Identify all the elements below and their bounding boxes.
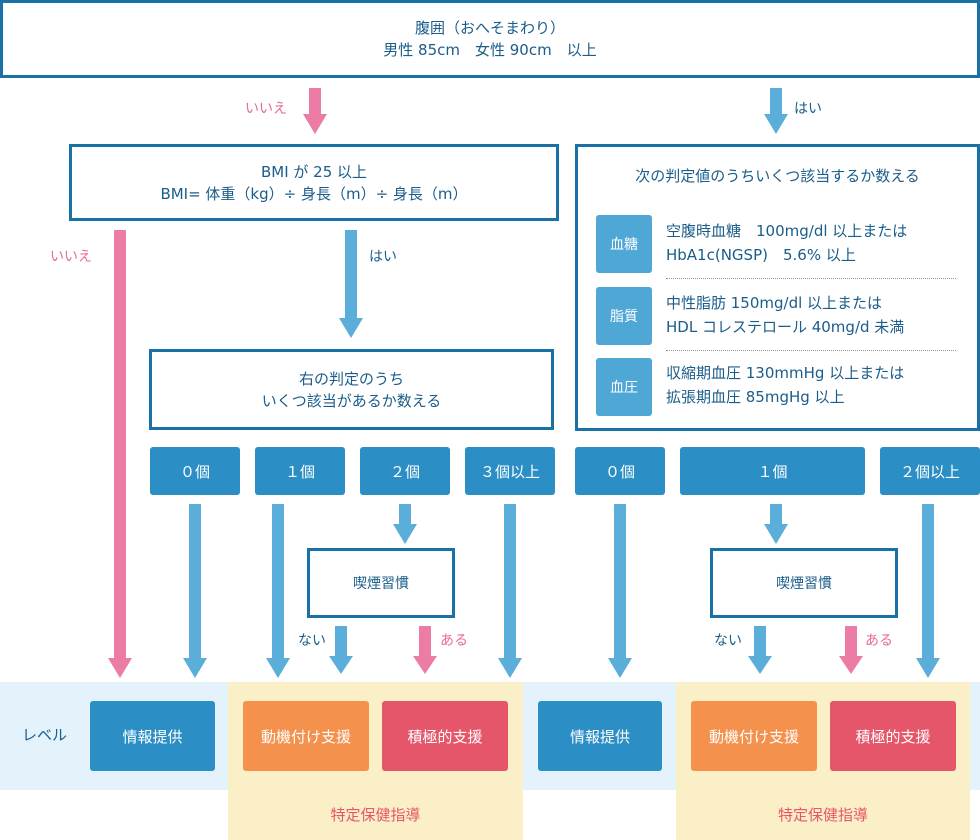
arrow-top-no [303, 88, 327, 134]
count-right-2plus: ２個以上 [880, 447, 980, 495]
tag-blood-sugar: 血糖 [596, 215, 652, 273]
count-right-1: １個 [680, 447, 865, 495]
smoking-box-left: 喫煙習慣 [307, 548, 455, 618]
specific-label-left: 特定保健指導 [330, 806, 421, 824]
label-yes-top: はい [794, 101, 822, 117]
level-info-right: 情報提供 [538, 701, 662, 771]
arrow-left-smoke-some [413, 626, 437, 674]
arrow-left-2 [393, 504, 417, 544]
blood-pressure-line1: 収縮期血圧 130mmHg 以上または [666, 364, 905, 382]
criteria-title: 次の判定値のうちいくつ該当するか数える [635, 167, 920, 185]
arrow-right-1 [764, 504, 788, 544]
blood-sugar-line1: 空腹時血糖 100mg/dl 以上または [666, 222, 908, 240]
arrow-left-smoke-none [329, 626, 353, 674]
smoking-box-right: 喫煙習慣 [710, 548, 898, 618]
arrow-left-3plus [498, 504, 522, 678]
tag-blood-pressure: 血圧 [596, 358, 652, 416]
count-left-2: ２個 [360, 447, 450, 495]
arrow-right-smoke-none [748, 626, 772, 674]
label-no-bmi: いいえ [50, 249, 92, 265]
count-left-0: ０個 [150, 447, 240, 495]
count-right-0: ０個 [575, 447, 665, 495]
arrow-bmi-no [108, 230, 132, 678]
arrow-right-2plus [916, 504, 940, 678]
level-motivation-left: 動機付け支援 [243, 701, 369, 771]
level-active-right: 積極的支援 [830, 701, 956, 771]
lipid-line1: 中性脂肪 150mg/dl 以上または [666, 294, 883, 312]
arrow-left-0 [183, 504, 207, 678]
label-smoke-none-left: ない [298, 633, 326, 649]
specific-label-right: 特定保健指導 [777, 806, 868, 824]
level-motivation-right: 動機付け支援 [691, 701, 817, 771]
criteria-lipid: 中性脂肪 150mg/dl 以上または HDL コレステロール 40mg/d 未… [666, 291, 971, 339]
count-box-line2: いくつ該当があるか数える [261, 391, 442, 410]
label-no-top: いいえ [245, 101, 287, 117]
count-left-1: １個 [255, 447, 345, 495]
bmi-line2: BMI= 体重（kg）÷ 身長（m）÷ 身長（m） [160, 184, 468, 203]
bmi-box: BMI が 25 以上 BMI= 体重（kg）÷ 身長（m）÷ 身長（m） [69, 144, 559, 221]
waist-line2: 男性 85cm 女性 90cm 以上 [383, 41, 597, 59]
arrow-left-1 [266, 504, 290, 678]
count-box-line1: 右の判定のうち [298, 369, 404, 388]
criteria-blood-pressure: 収縮期血圧 130mmHg 以上または 拡張期血圧 85mgHg 以上 [666, 361, 971, 409]
arrow-right-0 [608, 504, 632, 678]
tag-lipid: 脂質 [596, 287, 652, 345]
count-left-3plus: ３個以上 [465, 447, 555, 495]
label-yes-bmi: はい [369, 249, 397, 265]
label-smoke-some-right: ある [865, 633, 893, 649]
lipid-line2: HDL コレステロール 40mg/d 未満 [666, 318, 905, 336]
count-judgement-box: 右の判定のうち いくつ該当があるか数える [149, 349, 554, 430]
level-active-left: 積極的支援 [382, 701, 508, 771]
level-info-left: 情報提供 [90, 701, 215, 771]
criteria-panel: 次の判定値のうちいくつ該当するか数える 血糖 空腹時血糖 100mg/dl 以上… [575, 144, 980, 431]
arrow-bmi-yes [339, 230, 363, 338]
bmi-line1: BMI が 25 以上 [260, 162, 368, 181]
blood-pressure-line2: 拡張期血圧 85mgHg 以上 [666, 388, 845, 406]
arrow-right-smoke-some [839, 626, 863, 674]
label-smoke-none-right: ない [714, 633, 742, 649]
criteria-blood-sugar: 空腹時血糖 100mg/dl 以上または HbA1c(NGSP) 5.6% 以上 [666, 219, 971, 267]
blood-sugar-line2: HbA1c(NGSP) 5.6% 以上 [666, 246, 856, 264]
divider [666, 278, 956, 279]
arrow-top-yes [764, 88, 788, 134]
divider [666, 350, 956, 351]
waist-line1: 腹囲（おへそまわり） [414, 19, 565, 37]
waist-box: 腹囲（おへそまわり） 男性 85cm 女性 90cm 以上 [0, 0, 980, 78]
level-label: レベル [22, 726, 68, 744]
label-smoke-some-left: ある [440, 633, 468, 649]
